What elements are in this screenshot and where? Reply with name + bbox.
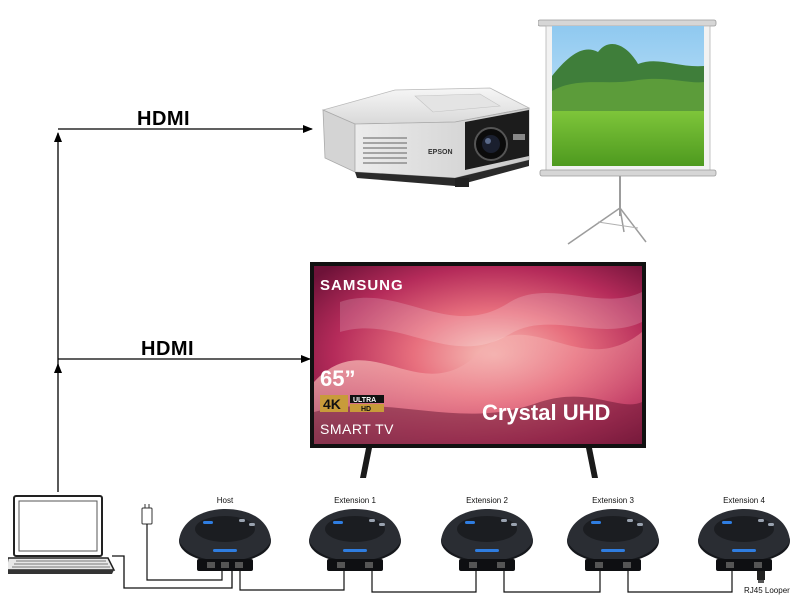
power-adapter [141, 504, 223, 581]
conference-unit-host [179, 509, 271, 571]
projector-vent [363, 137, 407, 164]
projector: EPSON [321, 87, 531, 187]
extension-4-label: Extension 4 [723, 496, 765, 505]
conference-unit-extension-2 [441, 509, 533, 571]
extension-1-label: Extension 1 [334, 496, 376, 505]
tv-brand: SAMSUNG [320, 277, 404, 294]
usb-cable [112, 555, 233, 589]
tv-series-name: Crystal UHD [482, 400, 610, 425]
television: SAMSUNG 65” 4K ULTRA HD SMART TV Crystal… [310, 262, 646, 478]
daisy-chain-wiring [112, 504, 765, 593]
conference-unit-extension-4 [698, 509, 790, 571]
extension-3-label: Extension 3 [592, 496, 634, 505]
tv-smart-label: SMART TV [320, 421, 394, 437]
tv-size: 65” [320, 366, 355, 391]
rj45-looper-plug [757, 568, 765, 583]
host-label: Host [216, 496, 234, 505]
tv-hdmi-label: HDMI [141, 338, 195, 360]
rj45-looper-label: RJ45 Looper [744, 586, 790, 595]
tv-badge-hd: HD [361, 406, 371, 413]
projection-screen [538, 19, 717, 245]
projector-hdmi-label: HDMI [137, 108, 191, 130]
tv-badge-4k: 4K [323, 396, 341, 412]
conference-unit-extension-3 [567, 509, 659, 571]
projector-brand: EPSON [428, 149, 453, 156]
tv-badge-ultra: ULTRA [353, 397, 376, 404]
laptop [8, 495, 116, 574]
extension-2-label: Extension 2 [466, 496, 508, 505]
conference-unit-extension-1 [309, 509, 401, 571]
